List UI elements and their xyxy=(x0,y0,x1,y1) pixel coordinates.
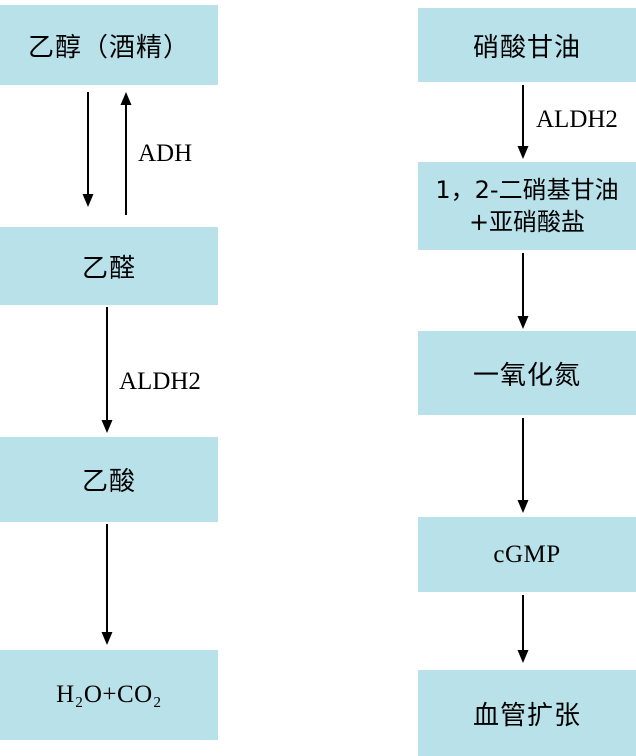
enzyme-label-aldh2-right: ALDH2 xyxy=(536,106,618,133)
box-vasodilation: 血管扩张 xyxy=(418,670,636,756)
arrow-acetaldehyde-to-ethanol-icon xyxy=(120,92,132,215)
box-acetic-acid: 乙酸 xyxy=(0,437,218,522)
arrow-nitroglycerin-to-dinitroglycerol-icon xyxy=(517,85,529,159)
box-acetaldehyde: 乙醛 xyxy=(0,227,218,305)
box-h2o-co2: H₂O+CO₂ xyxy=(0,650,218,740)
arrow-nitric-oxide-to-cgmp-icon xyxy=(517,418,529,513)
enzyme-label-adh: ADH xyxy=(138,140,193,167)
enzyme-label-aldh2-left: ALDH2 xyxy=(119,368,201,395)
box-ethanol: 乙醇（酒精） xyxy=(0,5,218,85)
box-nitroglycerin: 硝酸甘油 xyxy=(418,8,636,82)
box-dinitroglycerol-nitrite-line2: +亚硝酸盐 xyxy=(468,208,586,236)
box-dinitroglycerol-nitrite: 1，2-二硝基甘油 +亚硝酸盐 xyxy=(418,162,636,250)
box-nitric-oxide: 一氧化氮 xyxy=(418,331,636,415)
arrow-ethanol-to-acetaldehyde-icon xyxy=(82,92,94,207)
arrow-acetic-acid-to-h2o-co2-icon xyxy=(101,524,113,645)
box-cgmp: cGMP xyxy=(418,517,636,592)
arrow-dinitroglycerol-to-nitric-oxide-icon xyxy=(517,253,529,329)
arrow-acetaldehyde-to-acetic-acid-icon xyxy=(101,307,113,433)
arrow-cgmp-to-vasodilation-icon xyxy=(517,595,529,663)
box-dinitroglycerol-nitrite-line1: 1，2-二硝基甘油 xyxy=(435,175,619,204)
